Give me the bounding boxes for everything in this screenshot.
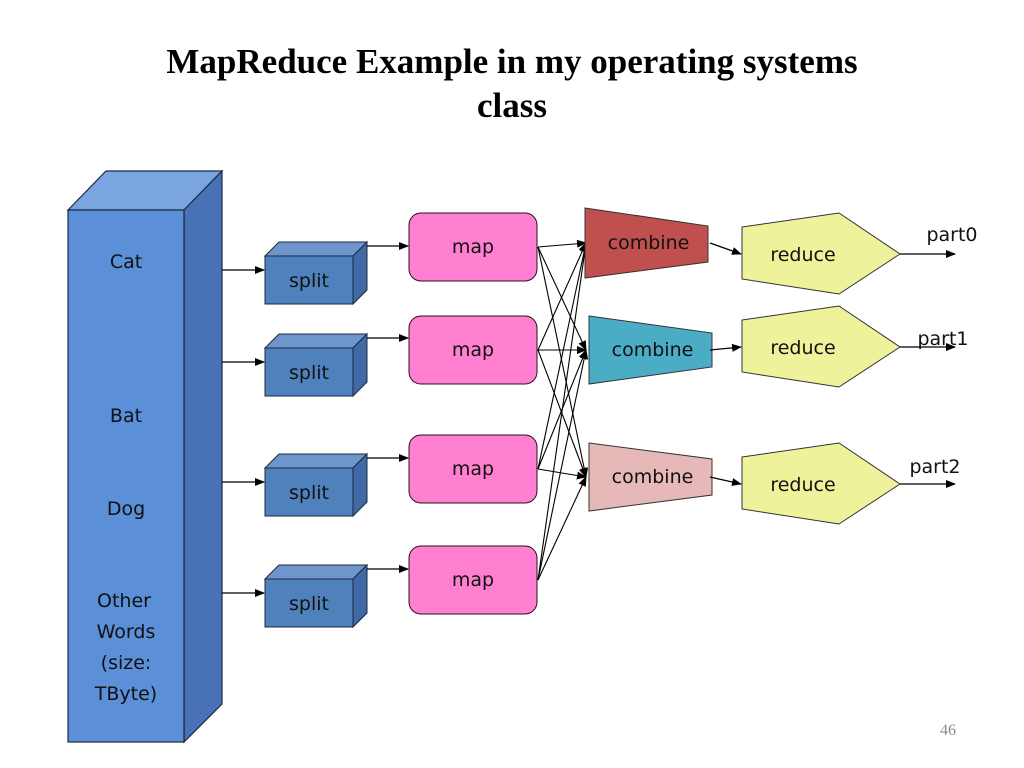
- split-label: split: [289, 362, 329, 384]
- word-bat: Bat: [110, 405, 142, 427]
- block-side-face: [183, 169, 223, 744]
- split-box: [264, 578, 354, 628]
- split-stage: split: [222, 452, 409, 518]
- reduce-label: reduce: [770, 244, 835, 266]
- combine-box: [588, 442, 713, 512]
- word-dog: Dog: [107, 498, 145, 520]
- reduce-box: [741, 212, 901, 295]
- split-stage: split: [222, 240, 409, 306]
- split-box: [264, 347, 354, 397]
- split-top-face: [263, 453, 369, 469]
- reduce-stage: reduce part1: [709, 305, 969, 388]
- reduce-box: [741, 305, 901, 388]
- split-top-face: [263, 564, 369, 580]
- combine-to-reduce-arrow: [709, 476, 742, 486]
- other-words-line-3: (size:: [101, 652, 152, 674]
- other-words-line-4: TByte): [94, 683, 157, 705]
- combine-stage: combine: [584, 207, 709, 279]
- other-words-line-1: Other: [97, 590, 151, 612]
- combine-label: combine: [608, 232, 690, 254]
- map-box: [408, 315, 538, 385]
- map-to-combine-arrow: [537, 476, 587, 581]
- map-column: map map map map: [408, 212, 538, 615]
- split-label: split: [289, 482, 329, 504]
- combine-column: combine combine combine: [584, 207, 713, 512]
- map-label: map: [452, 339, 494, 361]
- other-words-line-2: Words: [97, 621, 156, 643]
- reduce-label: reduce: [770, 474, 835, 496]
- block-front-face: [67, 209, 185, 743]
- split-box: [264, 467, 354, 517]
- map-to-combine-arrow: [537, 246, 589, 478]
- map-to-combine-arrow: [537, 468, 587, 480]
- output-part-label: part2: [909, 456, 960, 478]
- split-column: split split split split: [222, 240, 409, 629]
- reduce-stage: reduce part2: [709, 442, 961, 525]
- shuffle-connections: [537, 239, 589, 581]
- map-to-combine-arrow: [537, 242, 587, 351]
- reduce-box: [741, 442, 901, 525]
- combine-to-reduce-arrow: [709, 242, 742, 255]
- map-label: map: [452, 569, 494, 591]
- slide-title: MapReduce Example in my operating system…: [0, 40, 1024, 128]
- output-part-label: part1: [917, 328, 968, 350]
- map-box: [408, 212, 538, 282]
- map-stage: map: [408, 434, 538, 504]
- split-top-face: [263, 333, 369, 349]
- word-cat: Cat: [110, 251, 142, 273]
- map-to-combine-arrow: [537, 242, 589, 470]
- split-box: [264, 255, 354, 305]
- reduce-column: reduce part0 reduce part1 reduce part2: [709, 212, 978, 525]
- title-line-2: class: [477, 86, 547, 125]
- combine-label: combine: [612, 339, 694, 361]
- combine-box: [588, 315, 713, 385]
- split-top-face: [263, 241, 369, 257]
- reduce-label: reduce: [770, 337, 835, 359]
- reduce-stage: reduce part0: [709, 212, 978, 295]
- map-label: map: [452, 236, 494, 258]
- map-stage: map: [408, 315, 538, 385]
- combine-stage: combine: [588, 442, 713, 512]
- map-to-combine-arrow: [537, 239, 587, 248]
- split-stage: split: [222, 563, 409, 629]
- map-label: map: [452, 458, 494, 480]
- split-label: split: [289, 593, 329, 615]
- map-stage: map: [408, 545, 538, 615]
- combine-label: combine: [612, 466, 694, 488]
- map-stage: map: [408, 212, 538, 282]
- combine-to-reduce-arrow: [709, 343, 742, 352]
- map-to-combine-arrow: [537, 246, 587, 351]
- title-line-1: MapReduce Example in my operating system…: [166, 42, 858, 81]
- combine-stage: combine: [588, 315, 713, 385]
- map-box: [408, 434, 538, 504]
- map-to-combine-arrow: [537, 242, 589, 581]
- output-part-label: part0: [926, 224, 977, 246]
- split-label: split: [289, 270, 329, 292]
- split-stage: split: [222, 332, 409, 398]
- map-to-combine-arrow: [537, 349, 589, 581]
- combine-box: [584, 207, 709, 279]
- input-data-block: Cat Bat Dog Other Words (size: TByte): [66, 169, 224, 744]
- page-number: 46: [940, 722, 956, 739]
- map-box: [408, 545, 538, 615]
